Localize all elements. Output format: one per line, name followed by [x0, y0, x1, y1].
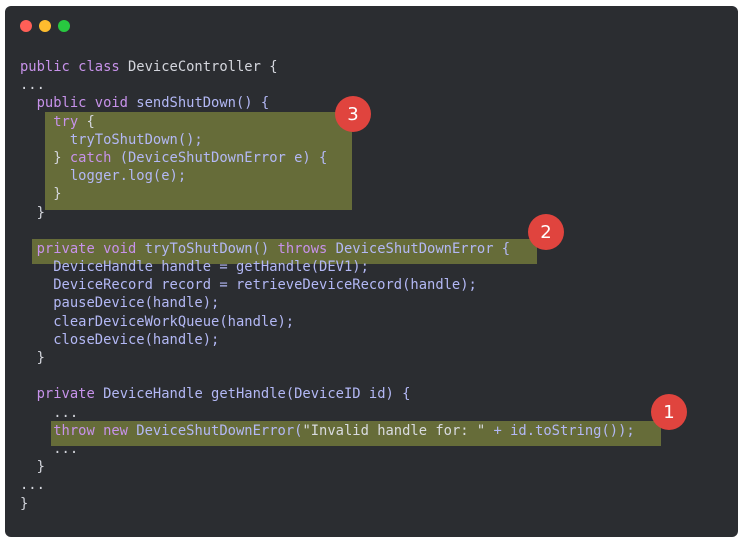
code-token: ...: [20, 404, 79, 421]
code-line: DeviceRecord record = retrieveDeviceReco…: [20, 276, 635, 294]
code-token: DeviceRecord record = retrieveDeviceReco…: [20, 277, 477, 294]
code-token: tryToShutDown();: [20, 131, 203, 148]
zoom-dot-icon[interactable]: [58, 20, 70, 32]
code-token: public void: [20, 95, 137, 112]
code-token: ...: [20, 440, 79, 457]
code-token: }: [20, 204, 45, 221]
code-token: }: [20, 186, 62, 203]
code-line: }: [20, 204, 635, 222]
code-token: DeviceHandle getHandle(DeviceID id) {: [103, 386, 411, 403]
code-token: private: [20, 386, 104, 403]
code-line: try {: [20, 113, 635, 131]
code-line: private void tryToShutDown() throws Devi…: [20, 240, 635, 258]
code-line: public void sendShutDown() {: [20, 94, 635, 112]
badge-3: 3: [335, 96, 371, 132]
code-token: (DeviceShutDownError e) {: [119, 149, 328, 166]
highlight-throw-line: [51, 421, 661, 446]
code-line: }: [20, 458, 635, 476]
highlight-method-signature: [32, 239, 537, 264]
code-line: ...: [20, 76, 635, 94]
code-token: }: [20, 459, 45, 476]
code-token: DeviceController {: [127, 59, 278, 75]
code-token: "Invalid handle for: ": [302, 422, 486, 439]
code-token: {: [86, 113, 95, 130]
close-dot-icon[interactable]: [20, 20, 32, 32]
code-line: clearDeviceWorkQueue(handle);: [20, 313, 635, 331]
code-window: public class DeviceController {... publi…: [5, 6, 738, 537]
code-line: [20, 367, 635, 385]
window-controls: [20, 20, 70, 32]
code-token: + id.toString());: [485, 422, 635, 439]
code-line: closeDevice(handle);: [20, 331, 635, 349]
code-token: DeviceShutDownError {: [335, 240, 511, 257]
code-token: ...: [20, 77, 45, 94]
code-token: try: [20, 113, 87, 130]
code-token: logger.log(e);: [20, 168, 187, 185]
code-line: ...: [20, 440, 635, 458]
code-token: private void: [20, 240, 145, 257]
code-line: }: [20, 185, 635, 203]
code-line: public class DeviceController {: [20, 58, 635, 76]
highlight-try-block: [45, 112, 352, 210]
code-token: }: [20, 495, 29, 512]
code-token: throw new: [20, 422, 137, 439]
code-line: ...: [20, 476, 635, 494]
code-line: pauseDevice(handle);: [20, 294, 635, 312]
code-block: public class DeviceController {... publi…: [20, 58, 635, 513]
code-token: public class: [20, 59, 128, 75]
code-line: } catch (DeviceShutDownError e) {: [20, 149, 635, 167]
minimize-dot-icon[interactable]: [39, 20, 51, 32]
code-line: }: [20, 495, 635, 513]
code-line: tryToShutDown();: [20, 131, 635, 149]
code-token: }: [20, 350, 45, 366]
code-token: pauseDevice(handle);: [20, 295, 220, 312]
code-token: throws: [277, 240, 336, 257]
badge-2: 2: [528, 214, 564, 250]
code-token: DeviceHandle handle = getHandle(DEV1);: [20, 259, 369, 276]
code-token: }: [20, 149, 70, 166]
code-token: ...: [20, 477, 45, 494]
code-line: private DeviceHandle getHandle(DeviceID …: [20, 385, 635, 403]
code-token: tryToShutDown(): [144, 240, 278, 257]
code-token: catch: [69, 149, 120, 166]
code-token: closeDevice(handle);: [20, 331, 220, 348]
code-line: DeviceHandle handle = getHandle(DEV1);: [20, 258, 635, 276]
code-line: throw new DeviceShutDownError("Invalid h…: [20, 422, 635, 440]
code-line: }: [20, 349, 635, 367]
code-token: sendShutDown() {: [136, 95, 270, 112]
code-token: DeviceShutDownError(: [136, 422, 303, 439]
badge-1: 1: [651, 394, 687, 430]
code-line: logger.log(e);: [20, 167, 635, 185]
code-line: ...: [20, 404, 635, 422]
code-token: clearDeviceWorkQueue(handle);: [20, 313, 295, 330]
